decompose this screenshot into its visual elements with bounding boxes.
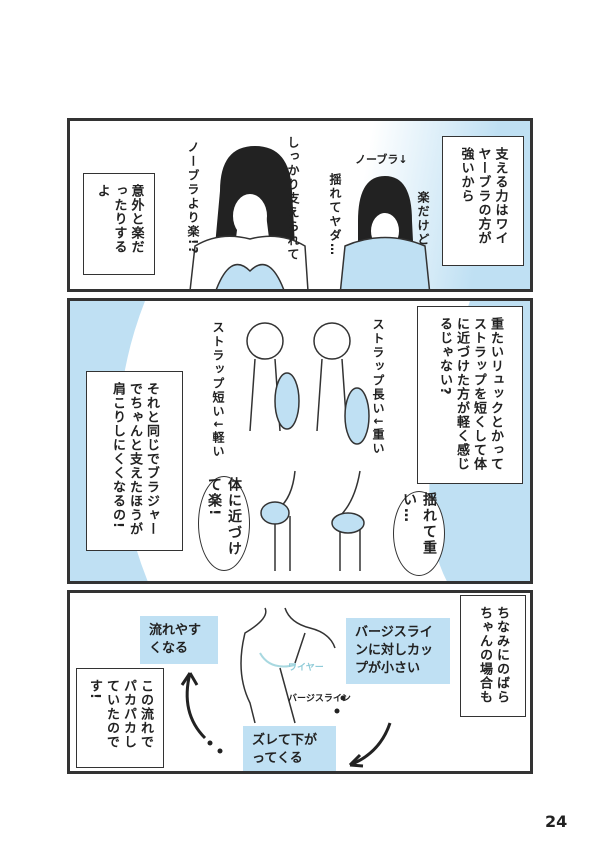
speech-bubble-right: 揺れて重い… bbox=[393, 491, 445, 576]
panel-1-illustration bbox=[189, 146, 431, 289]
caption-right: 支える力はワイヤーブラの方が強いから bbox=[442, 136, 524, 266]
panel-3: ちなみにのばらちゃんの場合も この流れでパカパカしていたのです! バージスライン… bbox=[67, 590, 533, 774]
caption-right: ちなみにのばらちゃんの場合も bbox=[460, 595, 526, 717]
handwritten-text: ストラップ短い↓軽い bbox=[211, 321, 225, 460]
caption-left: それと同じでブラジャーでちゃんと支えたほうが肩こりしにくくなるの! bbox=[86, 371, 183, 551]
handwritten-text: ストラップ長い↓重い bbox=[371, 318, 385, 457]
caption-right: 重たいリュックとかってストラップを短くして体に近づけた方が軽く感じるじゃない? bbox=[417, 306, 523, 484]
handwritten-text: 楽だけど bbox=[416, 191, 430, 247]
page-number: 24 bbox=[545, 812, 568, 831]
handwritten-text: ノーブラより楽!? bbox=[186, 141, 200, 256]
step-box-3: 流れやすくなる bbox=[140, 616, 218, 664]
panel-3-illustration bbox=[180, 607, 392, 768]
caption-left: 意外と楽だったりするよ bbox=[83, 173, 155, 275]
label-line: バージスライン bbox=[288, 694, 351, 704]
label-wire: ワイヤー bbox=[288, 663, 324, 673]
caption-left: この流れでパカパカしていたのです! bbox=[76, 668, 164, 768]
handwritten-text: しっかり支えられて bbox=[286, 136, 300, 262]
panel-2: 重たいリュックとかってストラップを短くして体に近づけた方が軽く感じるじゃない? … bbox=[67, 298, 533, 584]
handwritten-text: ノーブラ↓ bbox=[355, 153, 408, 166]
panel-1: 意外と楽だったりするよ 支える力はワイヤーブラの方が強いから ノーブラより楽!?… bbox=[67, 118, 533, 292]
handwritten-text: 揺れてヤダ… bbox=[328, 173, 342, 257]
step-box-1: バージスラインに対しカップが小さい bbox=[346, 618, 450, 684]
speech-bubble-left: 体に近づけて楽! bbox=[198, 476, 250, 571]
step-box-2: ズレて下がってくる bbox=[243, 726, 336, 771]
